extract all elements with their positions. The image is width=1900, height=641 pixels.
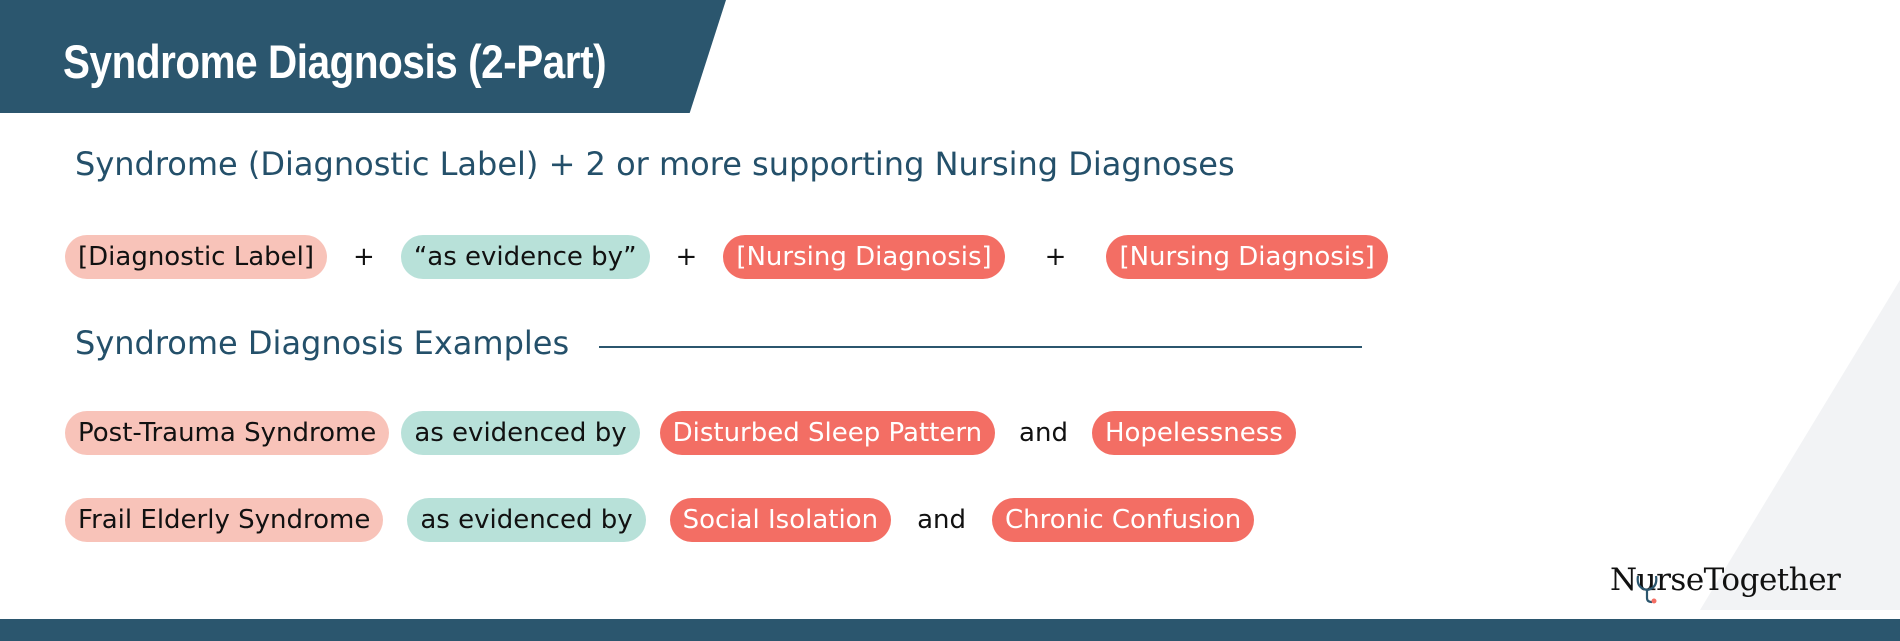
background-wedge — [1700, 280, 1900, 610]
nursing-diagnosis-pill: [Nursing Diagnosis] — [723, 235, 1005, 279]
formula-subtitle: Syndrome (Diagnostic Label) + 2 or more … — [75, 145, 1235, 183]
plus-sign: + — [675, 242, 698, 272]
plus-sign: + — [1044, 242, 1067, 272]
syndrome-pill: Post-Trauma Syndrome — [65, 411, 390, 455]
diagnostic-label-pill: [Diagnostic Label] — [65, 235, 328, 279]
example-row: Frail Elderly Syndrome as evidenced by S… — [65, 498, 1255, 542]
evidence-pill: as evidenced by — [407, 498, 646, 542]
nursing-diagnosis-pill: Social Isolation — [669, 498, 892, 542]
formula-row: [Diagnostic Label] + “as evidence by” + … — [65, 235, 1388, 279]
footer-bar — [0, 619, 1900, 641]
stethoscope-icon — [1634, 574, 1660, 608]
nursing-diagnosis-pill: Hopelessness — [1091, 411, 1296, 455]
page-title: Syndrome Diagnosis (2-Part) — [63, 35, 607, 88]
plus-sign: + — [353, 242, 375, 272]
brand-logo: NurseTogether — [1610, 562, 1841, 598]
nursing-diagnosis-pill: [Nursing Diagnosis] — [1106, 235, 1388, 279]
syndrome-pill: Frail Elderly Syndrome — [65, 498, 384, 542]
examples-heading: Syndrome Diagnosis Examples — [75, 324, 570, 362]
nursing-diagnosis-pill: Disturbed Sleep Pattern — [659, 411, 996, 455]
evidence-pill: “as evidence by” — [400, 235, 650, 279]
conjunction: and — [917, 505, 966, 535]
title-banner — [0, 0, 726, 113]
section-divider — [599, 346, 1362, 348]
evidence-pill: as evidenced by — [401, 411, 640, 455]
conjunction: and — [1019, 418, 1068, 448]
example-row: Post-Trauma Syndrome as evidenced by Dis… — [65, 411, 1296, 455]
nursing-diagnosis-pill: Chronic Confusion — [991, 498, 1255, 542]
